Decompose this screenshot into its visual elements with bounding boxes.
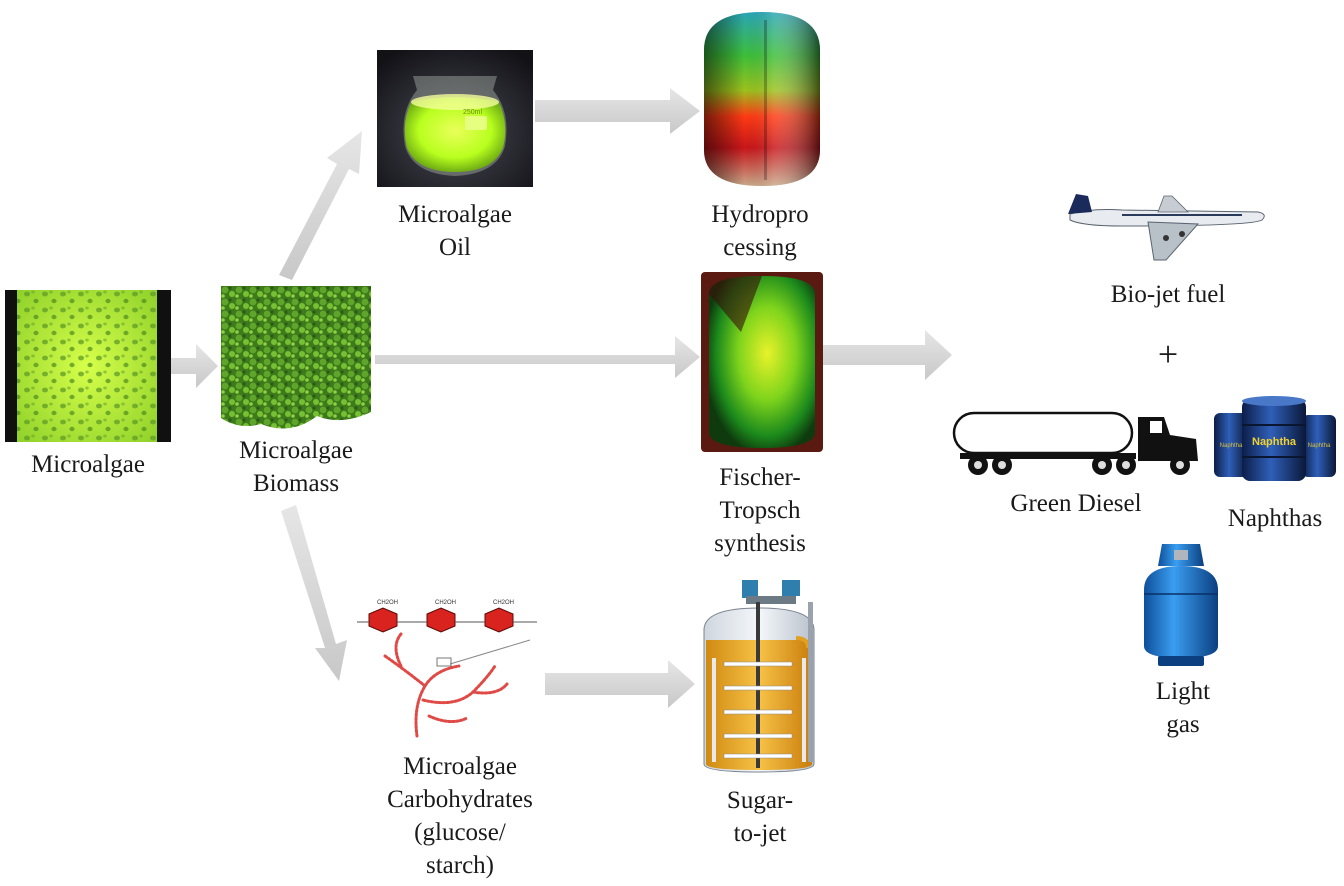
arrow-biomass-to-carbs xyxy=(281,505,347,681)
label-line: Naphthas xyxy=(1227,505,1323,532)
hydroprocessing-label: Hydropro cessing xyxy=(680,198,840,264)
carbohydrate-molecule-image: CH2OH CH2OH CH2OH xyxy=(357,600,537,738)
label-line: gas xyxy=(1166,711,1200,738)
barrel-label: Naphtha xyxy=(1252,436,1297,448)
arrow-carbs-to-sugar xyxy=(545,660,695,708)
label-line: to-jet xyxy=(733,820,787,847)
label-line: Microalgae xyxy=(31,451,145,478)
microalgae-biomass-image xyxy=(221,286,371,438)
naphtha-barrels-icon: Naphtha Naphtha Naphtha xyxy=(1214,396,1336,481)
microalgae-oil-flask-image: 250ml xyxy=(377,50,533,187)
label-line: Oil xyxy=(439,234,471,261)
glucose-ring-2 xyxy=(426,607,456,633)
label-line: Bio-jet fuel xyxy=(1110,281,1226,308)
fischer-tropsch-label: Fischer- Tropsch synthesis xyxy=(680,461,840,560)
label-line: Green Diesel xyxy=(1010,490,1142,517)
label-line: Hydropro xyxy=(711,201,809,228)
fischer-tropsch-reactor-image xyxy=(701,272,823,452)
bio-jet-fuel-label: Bio-jet fuel xyxy=(1078,278,1258,311)
arrow-oil-to-hydro xyxy=(535,88,700,134)
microalgae-culture-image xyxy=(5,290,171,442)
label-line: Biomass xyxy=(252,470,340,497)
microalgae-carbohydrates-label: Microalgae Carbohydrates (glucose/ starc… xyxy=(360,750,560,882)
label-line: + xyxy=(1157,334,1179,374)
glucose-ring-3 xyxy=(484,607,514,633)
microalgae-biomass-label: Microalgae Biomass xyxy=(206,434,386,500)
arrow-biomass-to-oil xyxy=(279,131,362,280)
label-line: starch) xyxy=(425,852,495,879)
label-line: cessing xyxy=(723,234,797,261)
sugar-to-jet-fermenter-image xyxy=(703,580,815,773)
microalgae-label: Microalgae xyxy=(0,448,176,481)
label-line: Light xyxy=(1155,678,1211,705)
label-line: Fischer- xyxy=(719,464,801,491)
arrow-fischer-to-products xyxy=(822,330,952,380)
label-line: Microalgae xyxy=(239,437,353,464)
hydroprocessing-reactor-image xyxy=(704,12,820,186)
plus-sign: + xyxy=(1138,336,1198,372)
barrel-label-small: Naphtha xyxy=(1308,443,1331,449)
svg-text:CH2OH: CH2OH xyxy=(435,600,456,606)
flask-volume-marking: 250ml xyxy=(463,109,483,116)
svg-text:CH2OH: CH2OH xyxy=(493,600,514,606)
arrow-biomass-to-fischer xyxy=(375,336,700,378)
gas-cylinder-icon xyxy=(1144,544,1218,666)
arrow-microalgae-to-biomass xyxy=(170,344,218,388)
label-line: Tropsch xyxy=(719,497,801,524)
svg-text:CH2OH: CH2OH xyxy=(377,600,398,606)
label-line: Carbohydrates xyxy=(387,786,533,813)
sugar-to-jet-label: Sugar- to-jet xyxy=(680,784,840,850)
label-line: Microalgae xyxy=(398,201,512,228)
label-line: (glucose/ xyxy=(414,819,506,846)
green-diesel-label: Green Diesel xyxy=(986,487,1166,520)
microalgae-oil-label: Microalgae Oil xyxy=(365,198,545,264)
naphthas-label: Naphthas xyxy=(1206,502,1344,535)
tanker-truck-icon xyxy=(952,411,1198,475)
airplane-icon xyxy=(1068,194,1265,261)
barrel-label-small: Naphtha xyxy=(1220,443,1243,449)
glucose-ring-1 xyxy=(368,607,398,633)
label-line: synthesis xyxy=(714,530,806,557)
light-gas-label: Light gas xyxy=(1128,675,1238,741)
label-line: Sugar- xyxy=(726,787,794,814)
label-line: Microalgae xyxy=(403,753,517,780)
